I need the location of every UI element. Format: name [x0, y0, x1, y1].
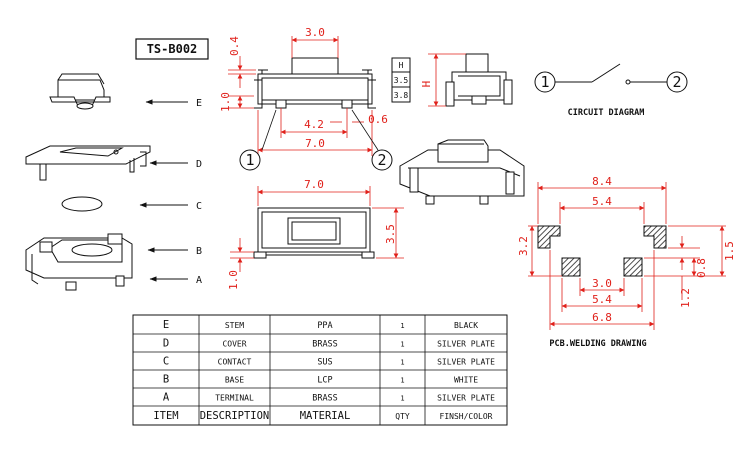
side-elevation-view [253, 207, 375, 259]
bom-cell-qty: 1 [400, 359, 404, 367]
bom-table [132, 314, 508, 426]
height-table: H 3.5 3.8 [391, 57, 411, 103]
part-e-stem [49, 73, 111, 110]
bom-cell-item: C [163, 356, 169, 368]
pcb-pads [537, 225, 667, 277]
bom-cell-finish: WHITE [454, 376, 478, 385]
pcb-dim-text: 8.4 5.4 3.0 5.4 6.8 3.2 1.2 0.8 1.5 PCB.… [517, 175, 736, 349]
dim-pcb-0-8: 0.8 [695, 258, 708, 278]
circuit-diagram [534, 63, 688, 93]
bom-cell-description: CONTACT [218, 358, 252, 367]
bom-cell-material: PPA [317, 321, 332, 331]
bom-header-description: DESCRIPTION [200, 410, 270, 422]
side-view-small [445, 53, 513, 107]
drawing-title: TS-B002 [147, 42, 198, 56]
pcb-pad-top-left [537, 225, 561, 249]
dim-pin-spacing: 4.2 [304, 118, 324, 131]
pcb-pad-top-right [643, 225, 667, 249]
pcb-dims [528, 182, 726, 330]
label-d: D [196, 159, 202, 170]
bom-cell-description: TERMINAL [215, 394, 254, 403]
dim-stem-width: 3.0 [305, 26, 325, 39]
bom-cell-material: LCP [317, 376, 332, 386]
bom-cell-qty: 1 [400, 322, 404, 330]
bom-cell-material: BRASS [312, 340, 338, 350]
circuit-terminal-1: 1 [540, 73, 549, 91]
terminal-2-front: 2 [377, 151, 386, 169]
front-view-dims [228, 36, 373, 156]
bom-header-item: ITEM [153, 410, 178, 422]
bom-cell-finish: SILVER PLATE [437, 358, 495, 367]
dim-pcb-1-5: 1.5 [723, 241, 736, 261]
bom-header-finish: FINSH/COLOR [440, 412, 493, 421]
dim-top-gap: 0.4 [228, 36, 241, 56]
explode-labels: E D C B A [196, 98, 202, 286]
part-c-contact [61, 196, 103, 212]
bom-cell-qty: 1 [400, 341, 404, 349]
bom-cell-finish: SILVER PLATE [437, 340, 495, 349]
bom-header-qty: QTY [395, 412, 410, 421]
bom-header-material: MATERIAL [300, 410, 351, 422]
bom-cell-item: B [163, 374, 169, 386]
front-view [254, 57, 376, 109]
dim-pcb-bottom: 6.8 [592, 311, 612, 324]
dim-body-length: 7.0 [305, 137, 325, 150]
height-3-8: 3.8 [394, 91, 409, 100]
dim-pcb-pad-h: 3.2 [517, 236, 530, 256]
bom-cell-finish: BLACK [454, 321, 478, 330]
bom-cell-item: A [163, 392, 170, 404]
title-box: TS-B002 [135, 38, 209, 60]
dim-pcb-inner-x: 3.0 [592, 277, 612, 290]
label-b: B [196, 246, 202, 257]
bom-cell-qty: 1 [400, 377, 404, 385]
h-dimension [428, 53, 466, 107]
side-elevation-dims [230, 186, 404, 272]
bom-cell-qty: 1 [400, 395, 404, 403]
dim-side-h: 1.0 [219, 92, 232, 112]
circuit-terminal-2: 2 [672, 73, 681, 91]
side-elevation-dim-text: 7.0 3.5 1.0 [227, 178, 397, 290]
bom-cell-material: SUS [317, 358, 332, 368]
front-view-dim-text: 3.0 0.4 1.0 4.2 0.6 7.0 [219, 26, 388, 150]
label-c: C [196, 201, 202, 212]
part-b-base [25, 233, 133, 291]
dim-pcb-inner-pad: 5.4 [592, 293, 612, 306]
bom-cell-description: STEM [225, 321, 244, 330]
bom-cell-finish: SILVER PLATE [437, 394, 495, 403]
dim-pin-width: 0.6 [368, 113, 388, 126]
pcb-pad-bottom-right [623, 257, 643, 277]
pcb-caption: PCB.WELDING DRAWING [549, 339, 646, 349]
bom-cell-material: BRASS [312, 394, 338, 404]
dim-side-pin-h: 1.0 [227, 270, 240, 290]
bom-cell-description: BASE [225, 376, 244, 385]
label-a: A [196, 275, 202, 286]
terminal-1-front: 1 [245, 151, 254, 169]
circuit-caption: CIRCUIT DIAGRAM [568, 108, 645, 118]
bom-cell-description: COVER [222, 340, 246, 349]
pcb-pad-bottom-left [561, 257, 581, 277]
terminal-markers-front: 1 2 [239, 109, 393, 171]
part-d-cover [25, 145, 151, 181]
bom-cell-item: D [163, 338, 169, 350]
dim-h-symbol: H [420, 81, 433, 88]
dim-pcb-outer-pad: 5.4 [592, 195, 612, 208]
label-e: E [196, 98, 202, 109]
exploded-view [25, 73, 188, 291]
dim-side-length: 7.0 [304, 178, 324, 191]
height-header: H [399, 61, 404, 70]
bom-cell-item: E [163, 319, 169, 331]
height-3-5: 3.5 [394, 76, 409, 85]
dim-side-height: 3.5 [384, 224, 397, 244]
dim-pcb-overall: 8.4 [592, 175, 612, 188]
dim-pcb-1-2: 1.2 [679, 288, 692, 308]
assembled-iso-view [399, 139, 525, 205]
